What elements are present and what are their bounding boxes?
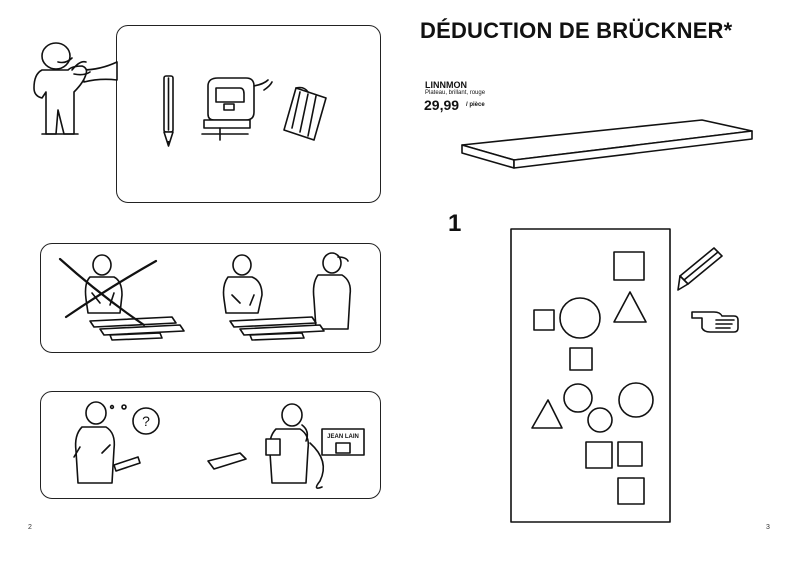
question-mark: ? bbox=[142, 413, 150, 429]
step-number: 1 bbox=[448, 210, 462, 237]
thinking-person-figure bbox=[73, 401, 127, 484]
person-b-figure bbox=[312, 252, 352, 330]
pencil-icon bbox=[677, 247, 723, 291]
pointing-hand-icon bbox=[691, 311, 739, 333]
page-number-right: 3 bbox=[766, 524, 770, 531]
question-bubble: ? bbox=[132, 407, 160, 435]
plank-held bbox=[113, 456, 141, 472]
jigsaw-icon bbox=[201, 77, 273, 141]
presenter-figure bbox=[33, 42, 91, 135]
sanding-block-icon bbox=[283, 86, 327, 141]
help-scene: ? JEAN LAIN bbox=[73, 401, 365, 489]
product-price-unit: / pièce bbox=[466, 102, 485, 108]
tabletop-illustration bbox=[461, 119, 753, 169]
plank-center bbox=[207, 452, 247, 470]
product-name: LINNMON bbox=[425, 80, 467, 90]
phone-sign-text: JEAN LAIN bbox=[327, 434, 359, 440]
person-a-figure bbox=[222, 254, 263, 314]
two-person-scene bbox=[58, 252, 352, 341]
plank-stack-right bbox=[229, 316, 325, 341]
product-description: Plateau, brillant, rouge bbox=[425, 90, 486, 96]
shapes-board bbox=[510, 228, 671, 523]
cross-mark bbox=[58, 257, 158, 327]
phone-sign: JEAN LAIN bbox=[321, 428, 365, 456]
page-title: DÉDUCTION DE BRÜCKNER* bbox=[420, 18, 733, 43]
page-number-left: 2 bbox=[28, 524, 32, 531]
phone-person-figure bbox=[265, 403, 325, 489]
product-price: 29,99 bbox=[424, 97, 460, 113]
plank-stack-left bbox=[89, 316, 185, 341]
pencil-icon bbox=[163, 75, 174, 147]
